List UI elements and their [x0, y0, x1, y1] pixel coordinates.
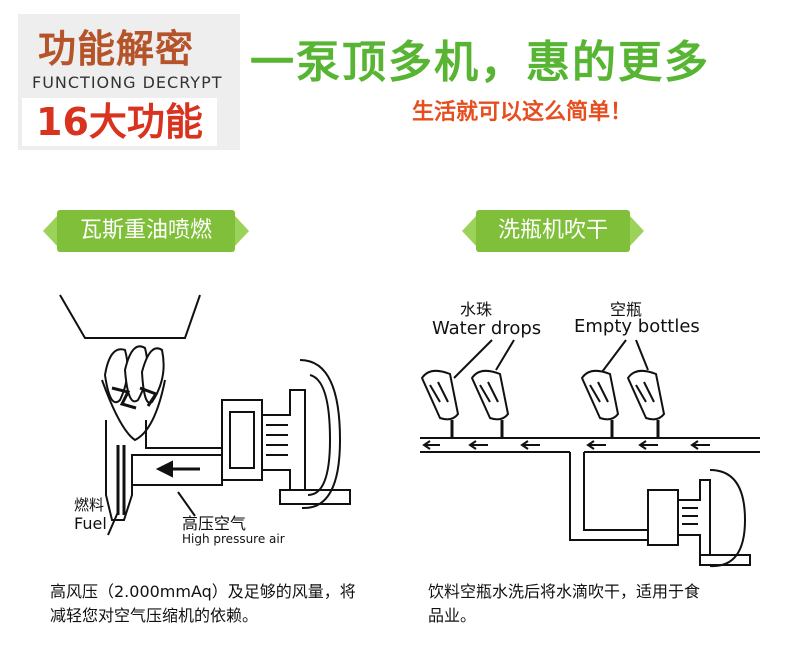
dryer-caption-line-1: 饮料空瓶水洗后将水滴吹干，适用于食	[428, 582, 701, 601]
slogan: 一泵顶多机，惠的更多	[250, 37, 710, 88]
water-drops-label-cn: 水珠	[460, 300, 493, 319]
dryer-caption-line-2: 品业。	[428, 606, 477, 625]
burner-caption-line-2: 减轻您对空气压缩机的依赖。	[50, 606, 259, 625]
fuel-label-cn: 燃料	[74, 496, 105, 514]
tag-gas-oil-burner: 瓦斯重油喷燃	[57, 210, 235, 252]
fuel-label-en: Fuel	[74, 514, 107, 533]
dryer-caption: 饮料空瓶水洗后将水滴吹干，适用于食 品业。	[428, 580, 758, 628]
header-title: 功能解密	[38, 27, 195, 71]
tag-bottle-dryer: 洗瓶机吹干	[476, 210, 630, 252]
water-drops-label-en: Water drops	[432, 318, 542, 339]
burner-diagram	[59, 294, 351, 536]
tagline: 生活就可以这么简单！	[412, 100, 633, 125]
burner-caption-line-1: 高风压（2.000mmAq）及足够的风量，将	[50, 582, 356, 601]
empty-bottles-label-cn: 空瓶	[610, 300, 643, 319]
burner-caption: 高风压（2.000mmAq）及足够的风量，将 减轻您对空气压缩机的依赖。	[50, 580, 390, 628]
air-label-cn: 高压空气	[182, 514, 247, 533]
feature-count-label: 16大功能	[22, 98, 217, 146]
empty-bottles-label-en: Empty bottles	[574, 316, 700, 337]
bottle-dryer-diagram	[420, 339, 760, 568]
header-subtitle: FUNCTIONG DECRYPT	[32, 73, 223, 92]
air-label-en: High pressure air	[182, 532, 285, 546]
